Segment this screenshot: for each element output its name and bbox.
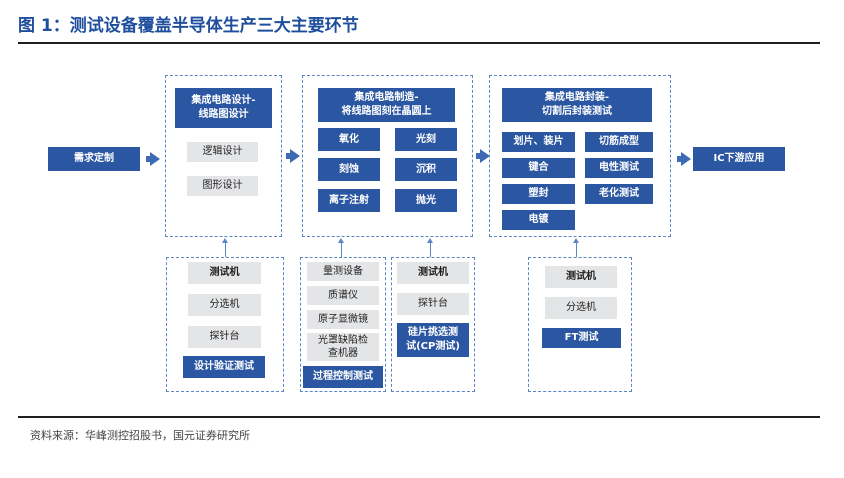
stage3-item: 老化测试: [585, 184, 653, 204]
arrow-right-icon: [150, 152, 160, 166]
arrow-stem-1: [146, 156, 151, 162]
stage1-item: 逻辑设计: [187, 142, 258, 162]
top-rule: [18, 42, 820, 44]
stage3-item: 键合: [502, 158, 575, 178]
figure-title: 图 1：测试设备覆盖半导体生产三大主要环节: [18, 16, 359, 36]
connector-line: [430, 243, 431, 257]
arrow-up-icon: [427, 238, 433, 243]
equipment-footer: 设计验证测试: [183, 356, 265, 378]
equipment-item-text: 探针台: [418, 298, 448, 309]
equipment-item: 分选机: [188, 294, 261, 316]
stage3-item-text: 电镀: [528, 214, 549, 225]
stage2-item-text: 刻蚀: [339, 163, 359, 175]
equipment-item-text: 分选机: [209, 299, 240, 310]
equipment-footer: 过程控制测试: [303, 366, 383, 388]
equipment-item: 测试机: [188, 262, 261, 284]
stage3-item: 电性测试: [585, 158, 653, 178]
stage3-item: 电镀: [502, 210, 575, 230]
stage3-header-text: 集成电路封装- 切割后封装测试: [542, 92, 612, 117]
stage2-item: 光刻: [395, 128, 457, 151]
equipment-item-text: 探针台: [209, 331, 240, 342]
equipment-item-text: 质谱仪: [328, 289, 358, 301]
stage2-item: 抛光: [395, 189, 457, 212]
bottom-rule: [18, 416, 820, 418]
arrow-stem-2: [286, 153, 291, 159]
stage2-item-text: 沉积: [416, 163, 436, 175]
stage3-item: 塑封: [502, 184, 575, 204]
equipment-item-text: 光罩缺陷检 查机器: [318, 335, 368, 359]
arrow-up-icon: [573, 238, 579, 243]
stage2-item: 氧化: [318, 128, 380, 151]
end-label: IC下游应用: [713, 153, 765, 164]
equipment-item: 分选机: [545, 297, 617, 319]
stage3-item-text: 划片、装片: [513, 136, 564, 147]
stage1-item-text: 图形设计: [202, 180, 243, 191]
equipment-item-text: 测试机: [566, 271, 596, 282]
stage2-item: 刻蚀: [318, 158, 380, 181]
stage3-item: 切筋成型: [585, 132, 653, 152]
arrow-stem-4: [677, 156, 682, 162]
start-box: 需求定制: [48, 147, 140, 171]
stage3-item-text: 键合: [528, 162, 549, 173]
stage2-item: 离子注射: [318, 189, 380, 212]
stage1-item: 图形设计: [187, 176, 258, 196]
end-box: IC下游应用: [693, 147, 785, 171]
connector-line: [225, 243, 226, 257]
equipment-item: 原子显微镜: [307, 310, 379, 329]
stage1-header-text: 集成电路设计- 线路图设计: [191, 95, 256, 120]
equipment-item: 光罩缺陷检 查机器: [307, 333, 379, 361]
stage2-item-text: 离子注射: [329, 194, 369, 206]
equipment-item-text: 量测设备: [323, 265, 363, 277]
arrow-up-icon: [222, 238, 228, 243]
equipment-item: 探针台: [188, 326, 261, 348]
equipment-footer: 硅片挑选测 试(CP测试): [397, 323, 469, 357]
equipment-footer-text: 硅片挑选测 试(CP测试): [406, 327, 460, 352]
stage3-item-text: 电性测试: [599, 162, 639, 173]
arrow-up-icon: [338, 238, 344, 243]
equipment-item-text: 原子显微镜: [318, 313, 368, 325]
stage3-item-text: 老化测试: [599, 188, 639, 199]
equipment-item: 测试机: [545, 266, 617, 288]
equipment-item: 测试机: [397, 262, 469, 284]
stage3-header: 集成电路封装- 切割后封装测试: [502, 88, 652, 122]
equipment-footer-text: 过程控制测试: [313, 371, 373, 382]
stage2-item-text: 光刻: [416, 133, 436, 145]
stage1-item-text: 逻辑设计: [202, 146, 243, 157]
stage2-item-text: 氧化: [339, 133, 359, 145]
stage1-header: 集成电路设计- 线路图设计: [175, 88, 272, 128]
stage2-header: 集成电路制造- 将线路图刻在晶圆上: [318, 88, 455, 122]
arrow-right-icon: [290, 149, 300, 163]
source-note: 资料来源：华峰测控招股书，国元证券研究所: [30, 429, 250, 442]
stage2-header-text: 集成电路制造- 将线路图刻在晶圆上: [341, 92, 432, 117]
equipment-footer: FT测试: [542, 328, 621, 348]
connector-line: [576, 243, 577, 257]
stage3-item: 划片、装片: [502, 132, 575, 152]
stage2-item-text: 抛光: [416, 194, 436, 206]
start-label: 需求定制: [74, 153, 114, 164]
arrow-right-icon: [681, 152, 691, 166]
equipment-footer-text: FT测试: [564, 332, 599, 343]
arrow-stem-3: [476, 153, 481, 159]
equipment-item-text: 测试机: [209, 267, 240, 278]
stage2-item: 沉积: [395, 158, 457, 181]
arrow-right-icon: [480, 149, 490, 163]
equipment-item-text: 分选机: [566, 302, 596, 313]
equipment-footer-text: 设计验证测试: [194, 361, 254, 372]
connector-line: [341, 243, 342, 257]
equipment-item: 质谱仪: [307, 286, 379, 305]
equipment-item: 量测设备: [307, 262, 379, 281]
stage3-item-text: 塑封: [528, 188, 549, 199]
equipment-item-text: 测试机: [418, 267, 448, 278]
equipment-item: 探针台: [397, 293, 469, 315]
stage3-item-text: 切筋成型: [599, 136, 639, 147]
